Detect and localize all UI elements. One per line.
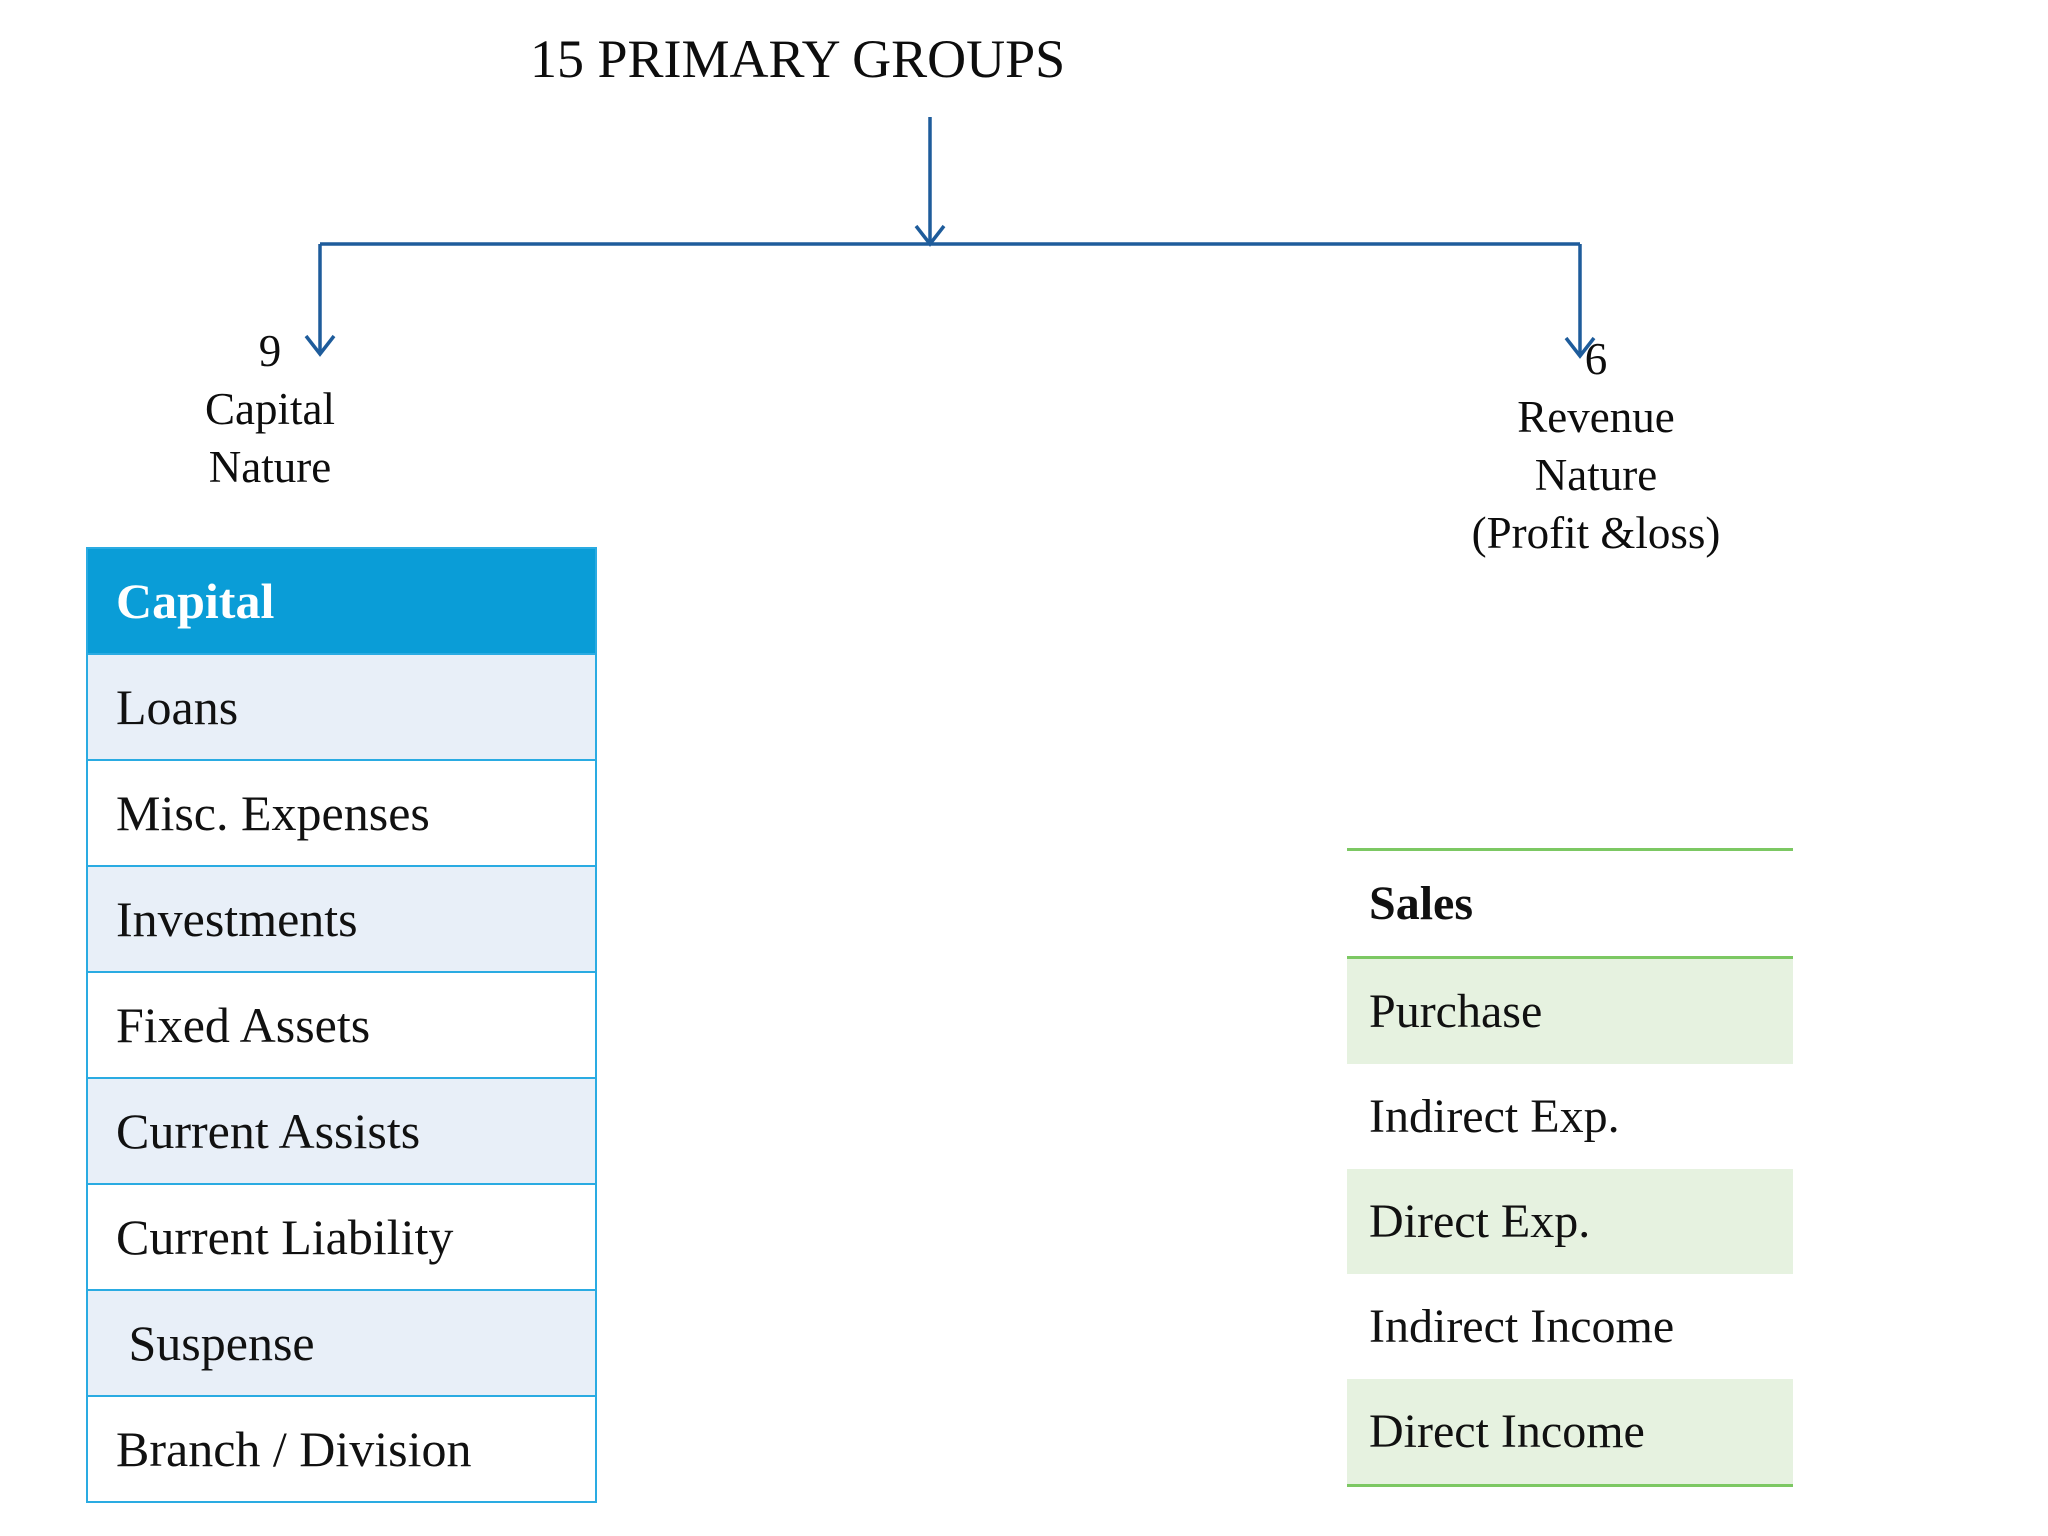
arrowhead-top-icon — [914, 224, 946, 247]
right-branch-count: 6 — [1584, 334, 1608, 384]
capital-table-header: Capital — [88, 549, 595, 655]
left-branch-line-nature: Nature — [208, 442, 332, 492]
right-branch-label: 6 Revenue Nature (Profit &loss) — [1376, 330, 1816, 562]
diagram-title: 15 PRIMARY GROUPS — [530, 29, 1066, 89]
table-row: Fixed Assets — [88, 973, 595, 1079]
table-row: Current Liability — [88, 1185, 595, 1291]
table-row: Misc. Expenses — [88, 761, 595, 867]
table-row: Investments — [88, 867, 595, 973]
table-row: Branch / Division — [88, 1397, 595, 1501]
table-row: Direct Exp. — [1347, 1169, 1793, 1274]
table-row: Direct Income — [1347, 1379, 1793, 1484]
left-branch-label: 9 Capital Nature — [110, 322, 430, 496]
left-branch-count: 9 — [258, 326, 282, 376]
left-branch-line-capital: Capital — [205, 384, 335, 434]
table-row: Suspense — [88, 1291, 595, 1397]
table-row: Loans — [88, 655, 595, 761]
table-row: Indirect Income — [1347, 1274, 1793, 1379]
right-branch-line-profit-loss: (Profit &loss) — [1471, 508, 1721, 558]
table-row: Purchase — [1347, 959, 1793, 1064]
revenue-table-header: Sales — [1347, 851, 1793, 959]
right-branch-line-revenue: Revenue — [1517, 392, 1675, 442]
capital-nature-table: Capital Loans Misc. Expenses Investments… — [86, 547, 597, 1503]
table-row: Current Assists — [88, 1079, 595, 1185]
table-row: Indirect Exp. — [1347, 1064, 1793, 1169]
revenue-nature-table: Sales Purchase Indirect Exp. Direct Exp.… — [1347, 848, 1793, 1487]
right-branch-line-nature: Nature — [1534, 450, 1658, 500]
